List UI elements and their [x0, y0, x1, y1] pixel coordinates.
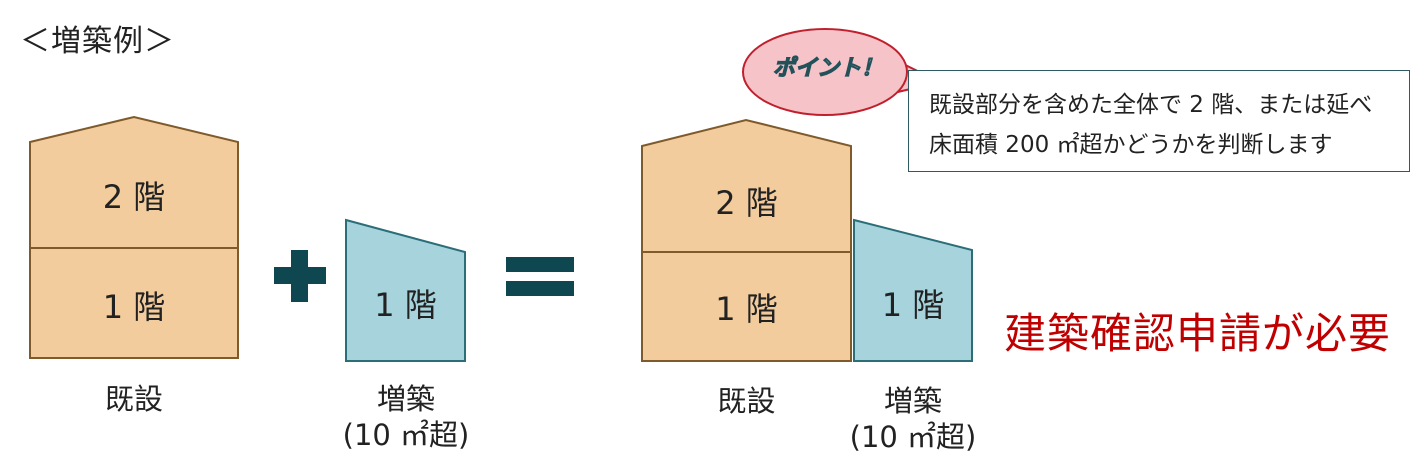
floor-label-existing-1-left: 1 階 [102, 288, 166, 326]
callout-note-line1: 既設部分を含めた全体で 2 階、または延べ [929, 92, 1373, 118]
existing-house-roof-left [29, 115, 239, 249]
floor-label-addition-left: 1 階 [374, 286, 437, 324]
plus-icon [274, 250, 326, 302]
existing-house-floor1-right [641, 251, 852, 362]
existing-house-floor1-left [29, 247, 239, 359]
callout-badge-label: ポイント！ [772, 55, 883, 81]
addition-label-left: 増築 [376, 382, 435, 416]
floor-label-addition-right: 1 階 [881, 286, 945, 324]
floor-label-existing-2-right: 2 階 [715, 184, 778, 222]
addition-block-left [345, 218, 466, 362]
existing-label-left: 既設 [104, 382, 163, 416]
floor-label-existing-2-left: 2 階 [102, 178, 166, 216]
floor-label-existing-1-right: 1 階 [715, 290, 778, 328]
callout-note: 既設部分を含めた全体で 2 階、または延べ 床面積 200 ㎡超かどうかを判断し… [908, 70, 1410, 172]
addition-size-left: (10 ㎡超) [342, 418, 470, 452]
equals-icon [506, 257, 574, 296]
callout-note-line2: 床面積 200 ㎡超かどうかを判断します [929, 132, 1333, 158]
callout-badge [742, 28, 908, 116]
existing-house-roof-right [641, 118, 852, 253]
addition-label-right: 増築 [883, 384, 942, 418]
addition-block-right [853, 218, 973, 362]
page-heading: ＜増築例＞ [20, 24, 175, 59]
existing-label-right: 既設 [717, 384, 776, 418]
addition-size-right: (10 ㎡超) [849, 420, 977, 454]
result-text: 建築確認申請が必要 [1004, 309, 1392, 358]
